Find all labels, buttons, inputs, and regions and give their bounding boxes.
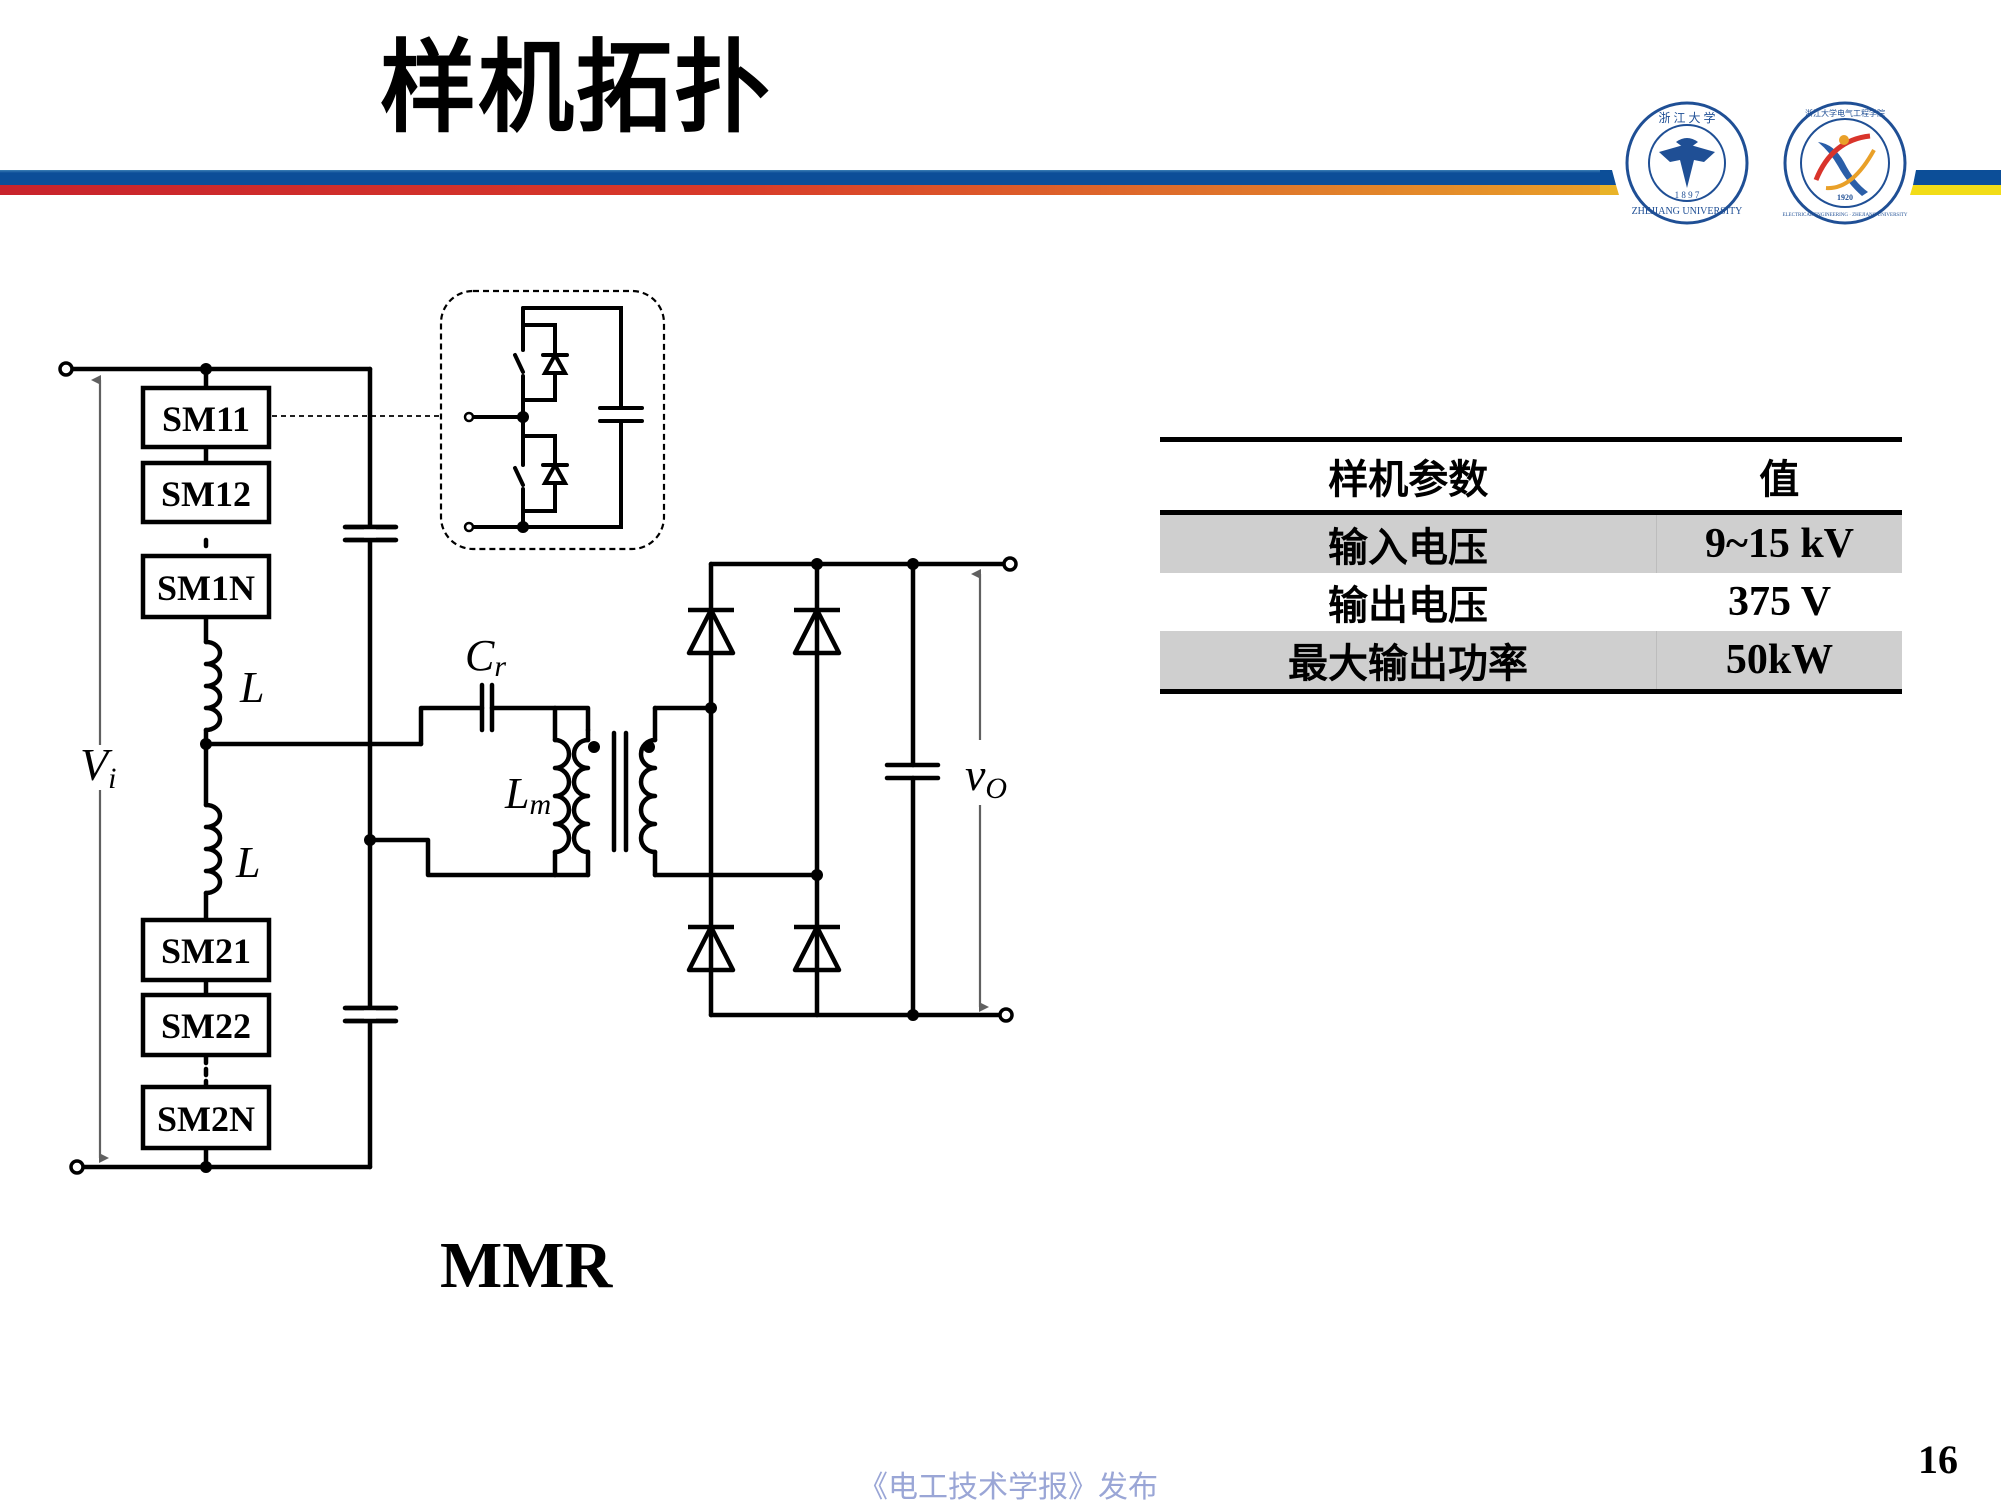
prototype-parameters-table: 样机参数 值 输入电压 9~15 kV 输出电压 375 V 最大输出功率 50… bbox=[1160, 437, 1902, 694]
upper-inductor-label: L bbox=[239, 663, 264, 712]
table-cell-value: 9~15 kV bbox=[1656, 512, 1902, 573]
sm1n-box bbox=[140, 553, 272, 620]
table-cell-value: 375 V bbox=[1656, 573, 1902, 631]
input-terminal-positive bbox=[58, 361, 74, 377]
magnetizing-inductor bbox=[552, 737, 572, 855]
zju-logo: 浙 江 大 学 1 8 9 7 ZHEJIANG UNIVERSITY bbox=[1625, 101, 1749, 225]
sm21-label: SM21 bbox=[161, 931, 251, 971]
sm11-box bbox=[140, 385, 272, 450]
table-cell-param: 输出电压 bbox=[1328, 583, 1488, 629]
lower-inductor-label: L bbox=[235, 838, 260, 887]
table-header-row: 样机参数 值 bbox=[1160, 437, 1902, 515]
table-header-param: 样机参数 bbox=[1160, 437, 1657, 515]
sm1n-label: SM1N bbox=[157, 568, 255, 608]
sm2n-box bbox=[140, 1084, 272, 1151]
svg-text:1 8 9 7: 1 8 9 7 bbox=[1675, 190, 1700, 200]
output-terminal-positive bbox=[1002, 556, 1018, 572]
vo-label: vO bbox=[965, 749, 1007, 805]
lm-label: Lm bbox=[504, 769, 551, 821]
sm2n-label: SM2N bbox=[157, 1099, 255, 1139]
sm22-label: SM22 bbox=[161, 1006, 251, 1046]
header-bar-blue bbox=[0, 170, 1612, 185]
sm21-box bbox=[140, 917, 272, 983]
svg-text:ZHEJIANG UNIVERSITY: ZHEJIANG UNIVERSITY bbox=[1632, 206, 1743, 217]
vi-label: Vi bbox=[80, 739, 116, 795]
sm12-label: SM12 bbox=[161, 474, 251, 514]
publisher-note: 《电工技术学报》发布 bbox=[858, 1470, 1158, 1505]
sm22-box bbox=[140, 992, 272, 1058]
diagram-caption: MMR bbox=[440, 1229, 613, 1302]
sm12-box bbox=[140, 460, 272, 525]
cr-label: Cr bbox=[465, 631, 506, 683]
submodule-detail bbox=[439, 289, 666, 551]
sm11-label: SM11 bbox=[162, 399, 250, 439]
lower-arm-inductor bbox=[203, 802, 223, 896]
svg-text:1920: 1920 bbox=[1837, 193, 1853, 202]
header-bar-blue-right bbox=[1920, 170, 2001, 185]
slide-title: 样机拓扑 bbox=[380, 29, 772, 147]
table-cell-param: 输入电压 bbox=[1160, 512, 1657, 573]
output-terminal-negative bbox=[998, 1007, 1014, 1023]
transformer-secondary bbox=[638, 737, 658, 855]
header-bar-yellow-right bbox=[1916, 185, 2001, 195]
svg-text:ELECTRICAL ENGINEERING · ZHEJI: ELECTRICAL ENGINEERING · ZHEJIANG UNIVER… bbox=[1782, 213, 1907, 218]
table-row: 输出电压 375 V bbox=[1160, 573, 1902, 631]
svg-text:浙 江 大 学: 浙 江 大 学 bbox=[1658, 110, 1715, 125]
input-terminal-negative bbox=[69, 1159, 85, 1175]
upper-arm-inductor bbox=[203, 639, 223, 733]
table-row: 输入电压 9~15 kV bbox=[1160, 512, 1902, 573]
table-header-value: 值 bbox=[1656, 437, 1902, 515]
page-number: 16 bbox=[1918, 1437, 1958, 1482]
transformer-primary bbox=[571, 737, 591, 855]
table-cell-value: 50kW bbox=[1656, 631, 1902, 694]
ee-college-logo: 浙江大学电气工程学院 1920 ELECTRICAL ENGINEERING ·… bbox=[1782, 101, 1908, 225]
table-cell-param: 最大输出功率 bbox=[1160, 631, 1657, 694]
mmr-circuit-diagram: SM11 SM12 SM1N SM21 SM22 SM2N bbox=[58, 289, 1018, 1175]
svg-text:浙江大学电气工程学院: 浙江大学电气工程学院 bbox=[1805, 108, 1885, 118]
header-bar-cap bbox=[1600, 170, 1619, 195]
header-bar-red bbox=[0, 185, 1612, 195]
table-row: 最大输出功率 50kW bbox=[1160, 631, 1902, 694]
